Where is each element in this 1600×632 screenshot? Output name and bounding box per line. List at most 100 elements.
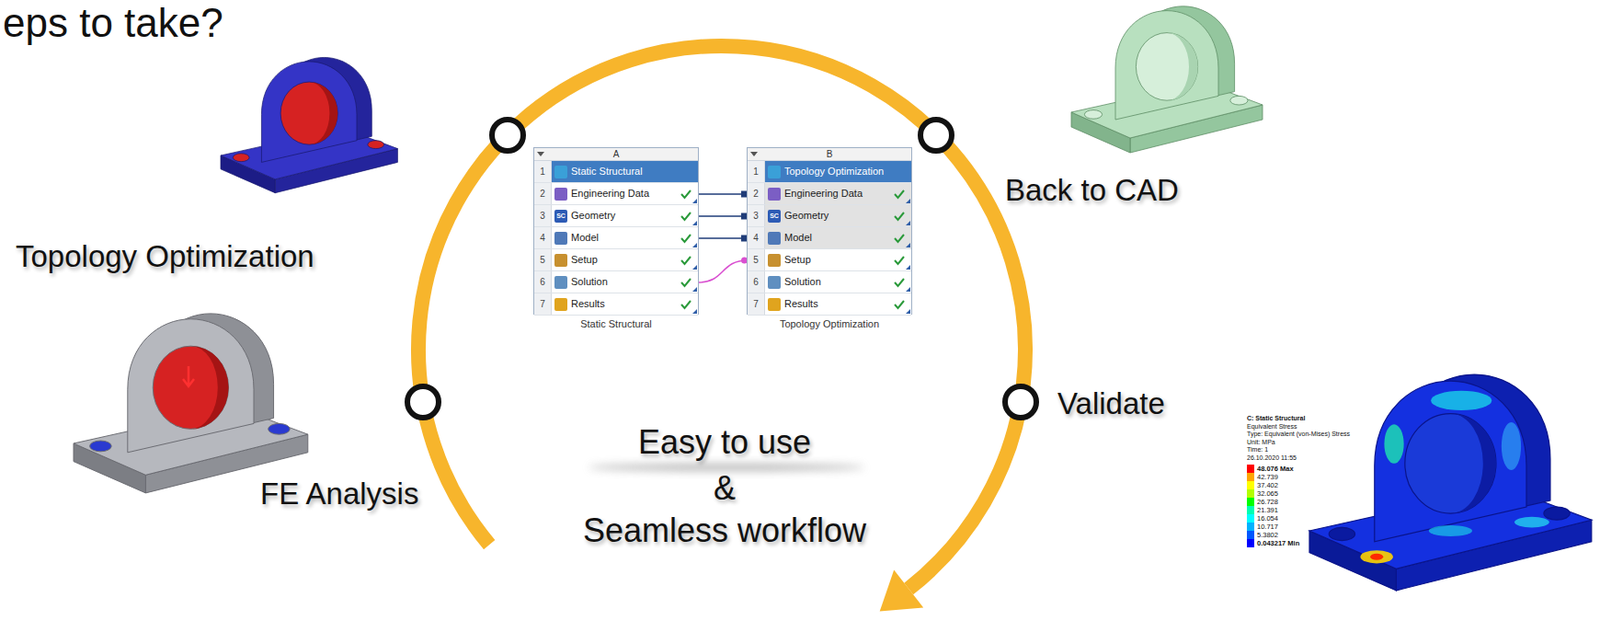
legend-row: 26.728 xyxy=(1246,497,1321,506)
status-check xyxy=(680,210,692,222)
check-mark xyxy=(681,300,691,309)
system-row: 4Model xyxy=(534,227,698,250)
step-label: FE Analysis xyxy=(260,476,419,512)
topology-part xyxy=(220,57,398,193)
row-number: 3 xyxy=(747,205,765,227)
system-block: BTopology Optimization1Topology Optimiza… xyxy=(746,147,913,315)
workflow-text: & xyxy=(713,468,736,507)
legend-value: 32.065 xyxy=(1257,489,1279,498)
row-icon xyxy=(554,253,568,267)
row-name: Solution xyxy=(571,271,608,293)
system-block: AStatic Structural1Static Structural2Eng… xyxy=(533,147,699,315)
system-caption: Topology Optimization xyxy=(720,318,939,331)
column-letter: B xyxy=(747,148,912,160)
check-mark xyxy=(681,234,691,242)
corner-flag-shape xyxy=(692,198,698,204)
check-mark xyxy=(894,278,904,286)
legend-value: 42.739 xyxy=(1257,472,1279,481)
legend-row: 5.3802 xyxy=(1246,530,1321,539)
stress-contours xyxy=(1360,390,1549,564)
page-title: eps to take? xyxy=(2,0,224,47)
legend-value: 0.043217 Min xyxy=(1257,538,1300,548)
system-row: SC3 Geometry xyxy=(747,205,912,228)
corner-flag xyxy=(905,286,911,292)
system-row: 1Static Structural xyxy=(534,160,698,183)
check-mark xyxy=(894,234,904,242)
column-letter: A xyxy=(534,148,698,160)
legend-swatch xyxy=(1246,464,1255,473)
check-mark xyxy=(894,212,904,220)
legend-value: 16.054 xyxy=(1257,514,1279,523)
link-line xyxy=(697,215,748,218)
check-mark xyxy=(894,256,904,264)
legend-swatch xyxy=(1246,505,1255,515)
fe-part xyxy=(73,313,309,493)
icon-letters: SC xyxy=(767,209,781,223)
system-row: 2Engineering Data xyxy=(747,182,912,206)
status-check xyxy=(893,298,905,310)
row-number: 4 xyxy=(534,227,551,249)
row-icon xyxy=(554,165,568,179)
system-row: SC3Geometry xyxy=(534,205,698,228)
corner-flag-shape xyxy=(692,286,698,292)
corner-flag xyxy=(905,264,911,270)
link-line xyxy=(697,237,748,240)
row-icon xyxy=(767,253,781,267)
row-icon xyxy=(767,231,781,245)
check-mark xyxy=(681,212,691,220)
corner-flag-shape xyxy=(905,286,911,292)
stress-legend: 48.076 Max42.73937.40232.06526.72821.391… xyxy=(1246,464,1321,548)
link-line xyxy=(697,260,748,283)
collapse-triangle xyxy=(750,150,758,159)
status-check xyxy=(680,232,692,244)
system-row: 7Results xyxy=(534,293,698,316)
row-icon: SC xyxy=(767,209,781,223)
row-name: Model xyxy=(784,227,812,249)
column-header: A xyxy=(534,148,698,161)
step-marker xyxy=(1005,386,1037,418)
legend-swatch xyxy=(1246,514,1255,523)
system-row: 5Setup xyxy=(534,249,698,272)
check-mark xyxy=(681,190,691,198)
result-info: Time: 1 xyxy=(1246,445,1269,454)
step-marker xyxy=(491,119,524,151)
legend-row: 32.065 xyxy=(1246,489,1321,498)
row-icon xyxy=(767,165,781,179)
legend-row: 0.043217 Min xyxy=(1246,538,1321,548)
icon-letters: SC xyxy=(554,209,568,223)
row-name: Results xyxy=(571,293,606,315)
corner-flag-shape xyxy=(692,242,698,248)
status-check xyxy=(893,232,905,244)
row-number: 5 xyxy=(747,249,765,271)
row-icon: SC xyxy=(554,209,568,223)
result-info: Equivalent Stress xyxy=(1246,422,1297,431)
corner-flag xyxy=(905,198,911,204)
corner-flag-shape xyxy=(692,220,698,226)
row-number: 4 xyxy=(747,227,765,249)
step-label: Back to CAD xyxy=(1005,172,1179,208)
legend-swatch xyxy=(1246,489,1255,498)
legend-swatch xyxy=(1246,538,1255,548)
workflow-arc xyxy=(418,45,1026,589)
result-info: C: Static Structural xyxy=(1246,414,1305,423)
corner-flag-shape xyxy=(692,308,698,314)
row-icon xyxy=(554,187,568,201)
legend-value: 5.3802 xyxy=(1257,530,1279,539)
legend-row: 48.076 Max xyxy=(1246,464,1321,473)
row-number: 2 xyxy=(534,182,551,205)
stress-patch xyxy=(1501,422,1521,470)
stress-patch xyxy=(1360,549,1393,563)
load-arrow xyxy=(182,365,195,387)
system-row: 6Solution xyxy=(747,271,912,294)
legend-swatch xyxy=(1246,497,1255,506)
legend-value: 21.391 xyxy=(1257,505,1279,515)
corner-flag-shape xyxy=(905,198,911,204)
row-name: Geometry xyxy=(784,205,829,227)
row-name: Results xyxy=(784,293,819,315)
row-number: 5 xyxy=(534,249,551,271)
system-row: 6Solution xyxy=(534,271,698,294)
collapse-triangle-shape xyxy=(750,151,758,157)
row-name: Topology Optimization xyxy=(784,160,884,183)
system-row: 1Topology Optimization xyxy=(747,160,912,183)
